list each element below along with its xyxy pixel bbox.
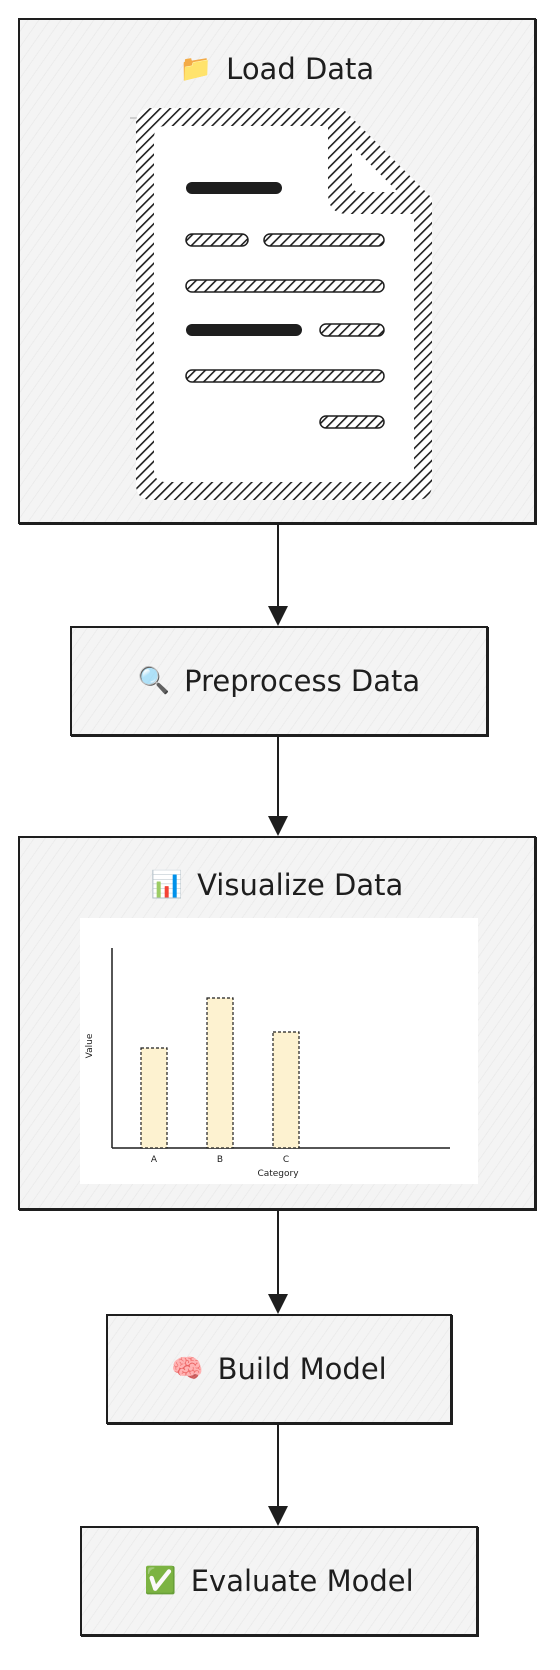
visualize-data-title: 📊 Visualize Data [20,868,534,902]
bar-c [272,1031,300,1149]
x-tick-label-a: A [151,1155,158,1165]
x-tick-label-b: B [217,1155,223,1165]
bar-chart-icon: 📊 [150,870,184,900]
x-tick-label-c: C [283,1155,289,1165]
folder-icon: 📁 [179,54,213,84]
evaluate-model-title: ✅ Evaluate Model [82,1564,476,1598]
bar-chart: A B C Category Value [85,948,450,1179]
node-build-model[interactable]: 🧠 Build Model [106,1314,452,1424]
bar-b [206,997,234,1149]
node-visualize-data[interactable]: 📊 Visualize Data A B C Category Value [18,836,536,1210]
visualize-data-label: Visualize Data [197,868,404,902]
build-model-title: 🧠 Build Model [108,1352,450,1386]
x-axis-label: Category [257,1169,299,1179]
node-evaluate-model[interactable]: ✅ Evaluate Model [80,1526,478,1636]
chart-panel: A B C Category Value [80,918,478,1184]
build-model-label: Build Model [217,1352,387,1386]
node-load-data[interactable]: 📁 Load Data [18,18,536,524]
preprocess-data-label: Preprocess Data [184,664,421,698]
brain-icon: 🧠 [171,1354,204,1384]
document-icon [130,108,432,500]
evaluate-model-label: Evaluate Model [190,1564,414,1598]
load-data-title: 📁 Load Data [20,52,534,86]
y-axis-label: Value [85,1033,95,1058]
preprocess-data-title: 🔍 Preprocess Data [72,664,486,698]
check-icon: ✅ [144,1566,177,1596]
load-data-label: Load Data [226,52,375,86]
node-preprocess-data[interactable]: 🔍 Preprocess Data [70,626,488,736]
bar-a [140,1047,168,1149]
magnifier-icon: 🔍 [137,666,171,696]
